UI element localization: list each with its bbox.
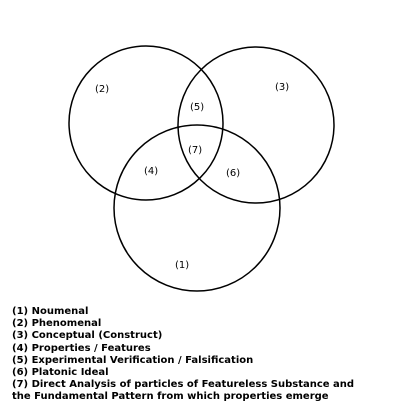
venn-diagram: (2) (3) (5) (7) (4) (6) (1) [68, 45, 335, 292]
legend-item-7: (7) Direct Analysis of particles of Feat… [12, 379, 355, 391]
legend-item-4: (4) Properties / Features [12, 342, 151, 354]
region-label-5: (5) [190, 102, 204, 113]
circle-phenomenal [68, 45, 224, 201]
legend-item-2: (2) Phenomenal [12, 318, 102, 330]
legend: (1) Noumenal (2) Phenomenal (3) Conceptu… [12, 306, 402, 404]
legend-item-6: (6) Platonic Ideal [12, 367, 109, 379]
region-label-3: (3) [275, 82, 289, 93]
region-label-2: (2) [95, 84, 109, 95]
region-label-7: (7) [188, 145, 202, 156]
legend-item-1: (1) Noumenal [12, 306, 89, 317]
region-label-6: (6) [226, 168, 240, 179]
legend-item-3: (3) Conceptual (Construct) [12, 330, 163, 342]
region-label-4: (4) [144, 166, 158, 177]
legend-item-7-continued: the Fundamental Pattern from which prope… [12, 391, 329, 403]
circle-conceptual [177, 46, 335, 204]
circle-noumenal [113, 124, 281, 292]
legend-item-5: (5) Experimental Verification / Falsific… [12, 354, 254, 366]
region-label-1: (1) [175, 260, 189, 271]
